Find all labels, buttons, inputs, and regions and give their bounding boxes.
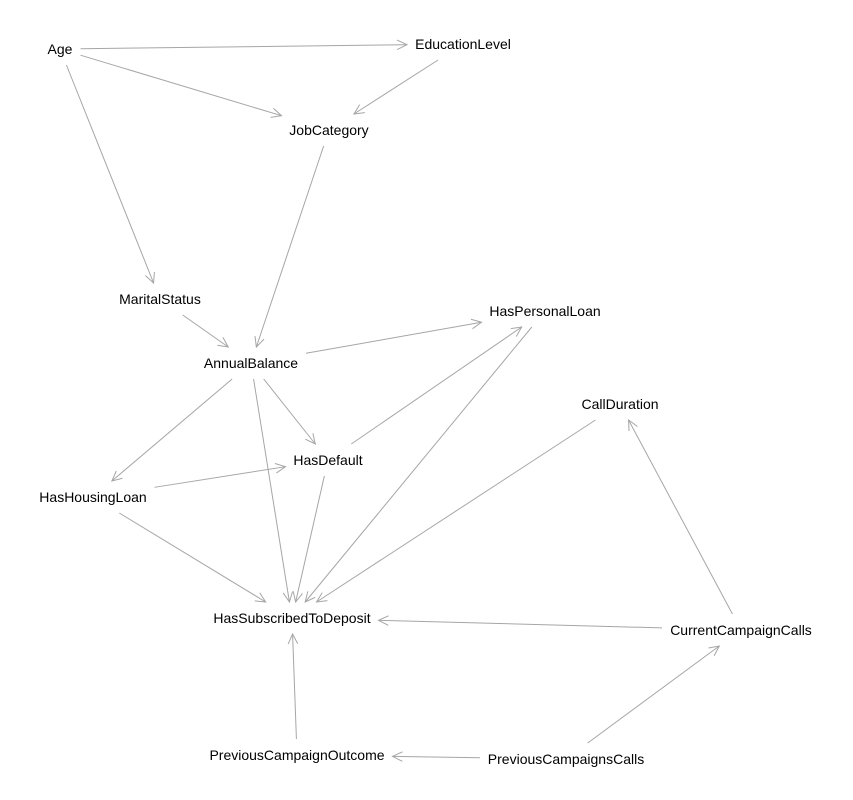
- node-age: Age: [47, 41, 73, 57]
- edge-age-to-marital-status: [65, 64, 155, 285]
- node-has-subscribed-to-deposit: HasSubscribedToDeposit: [213, 610, 371, 626]
- edge-has-housing-loan-to-has-default: [154, 463, 287, 488]
- edge-previous-campaigns-calls-to-previous-campaign-outcome: [391, 751, 481, 762]
- node-call-duration: CallDuration: [581, 396, 659, 412]
- edge-annual-balance-to-has-personal-loan: [305, 318, 483, 354]
- edge-job-category-to-annual-balance: [254, 145, 325, 349]
- edge-marital-status-to-annual-balance: [182, 314, 230, 348]
- edge-annual-balance-to-has-housing-loan: [110, 378, 233, 482]
- node-has-personal-loan: HasPersonalLoan: [489, 303, 601, 319]
- edge-has-personal-loan-to-has-subscribed-to-deposit: [304, 326, 533, 603]
- node-annual-balance: AnnualBalance: [203, 355, 299, 371]
- node-job-category: JobCategory: [289, 122, 369, 138]
- node-education-level: EducationLevel: [415, 36, 511, 52]
- edge-age-to-education-level: [80, 39, 409, 51]
- edge-previous-campaign-outcome-to-has-subscribed-to-deposit: [287, 632, 299, 740]
- edge-call-duration-to-has-subscribed-to-deposit: [315, 419, 596, 603]
- edge-age-to-job-category: [80, 54, 283, 118]
- edge-current-campaign-calls-to-call-duration: [628, 418, 733, 615]
- edge-has-default-to-has-personal-loan: [351, 326, 523, 445]
- node-has-housing-loan: HasHousingLoan: [39, 489, 147, 505]
- node-has-default: HasDefault: [293, 452, 363, 468]
- edge-annual-balance-to-has-subscribed-to-deposit: [253, 378, 294, 604]
- node-marital-status: MaritalStatus: [119, 291, 201, 307]
- edge-has-housing-loan-to-has-subscribed-to-deposit: [119, 512, 267, 603]
- edge-annual-balance-to-has-default: [263, 378, 317, 445]
- edge-previous-campaigns-calls-to-current-campaign-calls: [587, 645, 721, 744]
- node-previous-campaigns-calls: PreviousCampaignsCalls: [487, 751, 645, 767]
- edge-current-campaign-calls-to-has-subscribed-to-deposit: [377, 615, 663, 629]
- node-current-campaign-calls: CurrentCampaignCalls: [670, 622, 812, 638]
- edge-education-level-to-job-category: [352, 59, 439, 115]
- node-previous-campaign-outcome: PreviousCampaignOutcome: [209, 747, 385, 763]
- edge-has-default-to-has-subscribed-to-deposit: [292, 475, 325, 604]
